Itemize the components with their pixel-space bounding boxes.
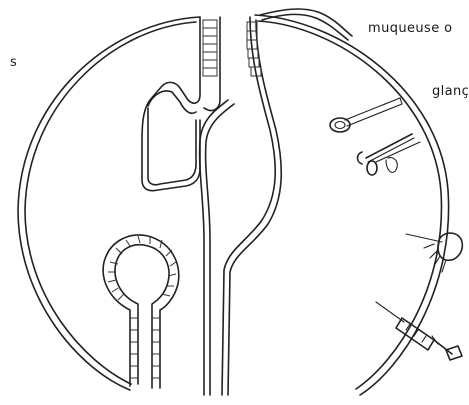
- gland-pointer: [400, 98, 402, 104]
- balloon-icon: [330, 98, 402, 132]
- central-duct: [200, 9, 352, 395]
- label-mucosa: muqueuse o: [368, 21, 453, 36]
- outer-circle: [18, 15, 449, 395]
- brush-icon: [406, 233, 462, 272]
- left-crypt: [142, 17, 220, 191]
- duct-cell-lining: [247, 22, 261, 76]
- label-gland: glanç: [432, 84, 469, 99]
- label-left-edge: s: [10, 55, 17, 70]
- crypt-cell-lining: [203, 20, 217, 76]
- flask-gland: [103, 235, 179, 388]
